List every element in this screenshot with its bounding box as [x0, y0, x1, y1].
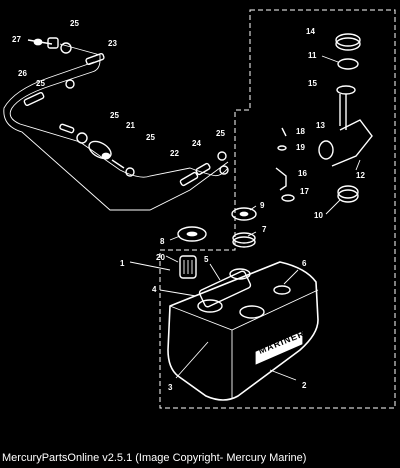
screw-18 — [281, 127, 287, 137]
engine-connector — [27, 37, 59, 49]
callout-13: 13 — [316, 121, 325, 130]
hose-section-2 — [59, 123, 75, 134]
callout-17: 17 — [300, 187, 309, 196]
hose-section-22 — [179, 171, 199, 187]
callout-25: 25 — [110, 111, 119, 120]
leader-lines — [129, 55, 361, 381]
callout-25: 25 — [70, 19, 79, 28]
fuel-line-hose-outer — [3, 61, 229, 211]
callout-25: 25 — [36, 79, 45, 88]
callout-10: 10 — [314, 211, 323, 220]
callout-14: 14 — [306, 27, 315, 36]
callout-25: 25 — [146, 133, 155, 142]
callout-24: 24 — [192, 139, 201, 148]
float-13 — [318, 140, 334, 160]
vent-screw-16 — [275, 167, 287, 191]
cap-14 — [335, 33, 361, 51]
callout-15: 15 — [308, 79, 317, 88]
hose-section-24 — [195, 162, 211, 176]
callout-23: 23 — [108, 39, 117, 48]
hose-clamp-25c — [76, 132, 88, 144]
hose-clamp-25d — [125, 167, 135, 177]
gasket-17 — [281, 194, 295, 202]
assembly-boundary — [159, 9, 396, 409]
hose-section-23 — [85, 52, 105, 66]
primer-hose — [59, 43, 101, 56]
hose-clamp-25e — [217, 151, 229, 175]
callout-1: 1 — [120, 259, 125, 268]
callout-22: 22 — [170, 149, 179, 158]
callout-5: 5 — [204, 255, 209, 264]
callout-6: 6 — [302, 259, 307, 268]
gasket-11 — [337, 58, 359, 70]
callout-21: 21 — [126, 121, 135, 130]
callout-26: 26 — [18, 69, 27, 78]
fuel-gauge-arm-12 — [331, 119, 373, 167]
callout-11: 11 — [308, 51, 317, 60]
callout-20: 20 — [156, 253, 165, 262]
callout-18: 18 — [296, 127, 305, 136]
primer-bulb — [88, 140, 125, 169]
callout-25: 25 — [216, 129, 225, 138]
callout-7: 7 — [262, 225, 267, 234]
hose-clamp-25a — [60, 42, 72, 54]
callout-labels: 27 25 26 23 25 25 21 25 22 24 25 14 11 1… — [12, 19, 365, 392]
callout-12: 12 — [356, 171, 365, 180]
callout-16: 16 — [298, 169, 307, 178]
filter-20 — [179, 255, 197, 279]
copyright-caption: MercuryPartsOnline v2.5.1 (Image Copyrig… — [2, 452, 307, 464]
fuel-pickup-15 — [336, 85, 356, 130]
callout-8: 8 — [160, 237, 165, 246]
callout-19: 19 — [296, 143, 305, 152]
callout-2: 2 — [302, 381, 307, 390]
cap-8 — [177, 226, 207, 242]
gasket-7 — [232, 232, 256, 248]
callout-9: 9 — [260, 201, 265, 210]
fuel-line-hose — [9, 55, 229, 178]
callout-27: 27 — [12, 35, 21, 44]
callout-4: 4 — [152, 285, 157, 294]
cap-9 — [231, 207, 257, 221]
hose-clamp-25b — [65, 79, 75, 89]
fuel-tank-body: MARINER — [167, 261, 319, 401]
callout-3: 3 — [168, 383, 173, 392]
washer-19 — [277, 145, 287, 151]
gasket-10 — [337, 185, 359, 203]
hose-section — [23, 92, 45, 106]
